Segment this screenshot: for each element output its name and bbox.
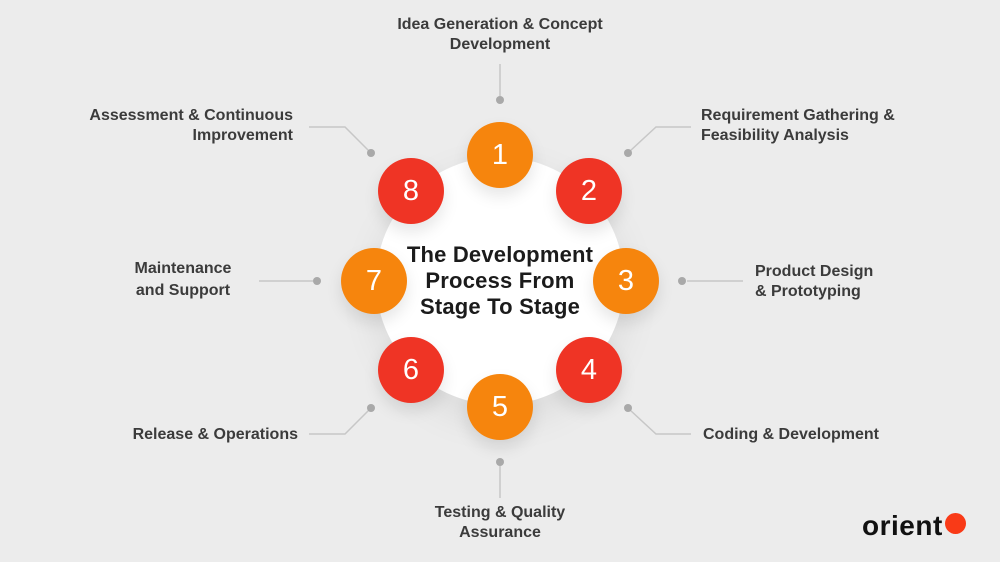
connector-stage-3: [678, 277, 743, 285]
stage-node-2: 2: [556, 158, 622, 224]
stage-node-4: 4: [556, 337, 622, 403]
stage-label-8: Assessment & Continuous Improvement: [89, 107, 293, 144]
stage-number-4: 4: [580, 353, 598, 386]
stage-number-3: 3: [617, 264, 635, 297]
connector-stage-5: [496, 458, 504, 498]
brand-logo-dot-icon: [944, 513, 966, 534]
stage-label-6: Release & Operations: [132, 426, 298, 443]
connector-stage-2: [624, 126, 691, 157]
connector-stage-1: [496, 64, 504, 104]
stage-label-4: Coding & Development: [703, 426, 880, 443]
connector-stage-7: [259, 277, 321, 285]
connector-stage-6: [309, 404, 375, 435]
stage-node-5: 5: [467, 374, 533, 440]
stage-label-7: Maintenance and Support: [134, 260, 232, 299]
stage-number-2: 2: [580, 174, 598, 207]
stage-number-6: 6: [402, 353, 420, 386]
stage-node-8: 8: [378, 158, 444, 224]
stage-label-3: Product Design & Prototyping: [755, 263, 874, 300]
stage-node-1: 1: [467, 122, 533, 188]
stage-label-1: Idea Generation & Concept Development: [397, 16, 603, 53]
stage-node-6: 6: [378, 337, 444, 403]
stage-number-8: 8: [402, 174, 420, 207]
stage-label-2: Requirement Gathering & Feasibility Anal…: [701, 107, 895, 144]
stage-node-3: 3: [593, 248, 659, 314]
connector-stage-8: [309, 126, 375, 157]
stage-number-5: 5: [491, 390, 509, 423]
stage-number-7: 7: [365, 264, 383, 297]
stage-label-5: Testing & Quality Assurance: [434, 504, 566, 541]
brand-logo-text: orient: [862, 510, 943, 541]
diagram-title: The Development Process From Stage To St…: [406, 242, 594, 319]
brand-logo: orient: [862, 510, 966, 542]
connector-stage-4: [624, 404, 691, 435]
stage-node-7: 7: [341, 248, 407, 314]
stage-number-1: 1: [491, 138, 509, 171]
